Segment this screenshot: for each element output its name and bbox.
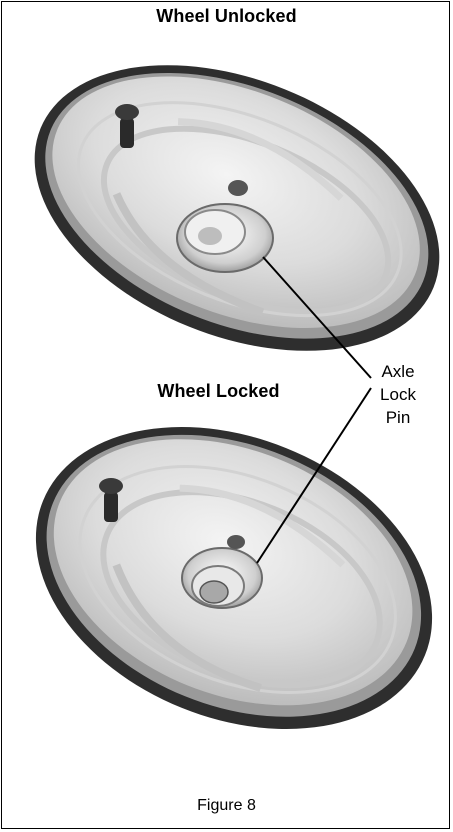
callout-line-1: Axle bbox=[368, 360, 428, 383]
callout-line-3: Pin bbox=[368, 406, 428, 429]
axle-lock-pin-label: Axle Lock Pin bbox=[368, 360, 428, 429]
callout-line-2: Lock bbox=[368, 383, 428, 406]
figure-caption: Figure 8 bbox=[0, 797, 453, 815]
